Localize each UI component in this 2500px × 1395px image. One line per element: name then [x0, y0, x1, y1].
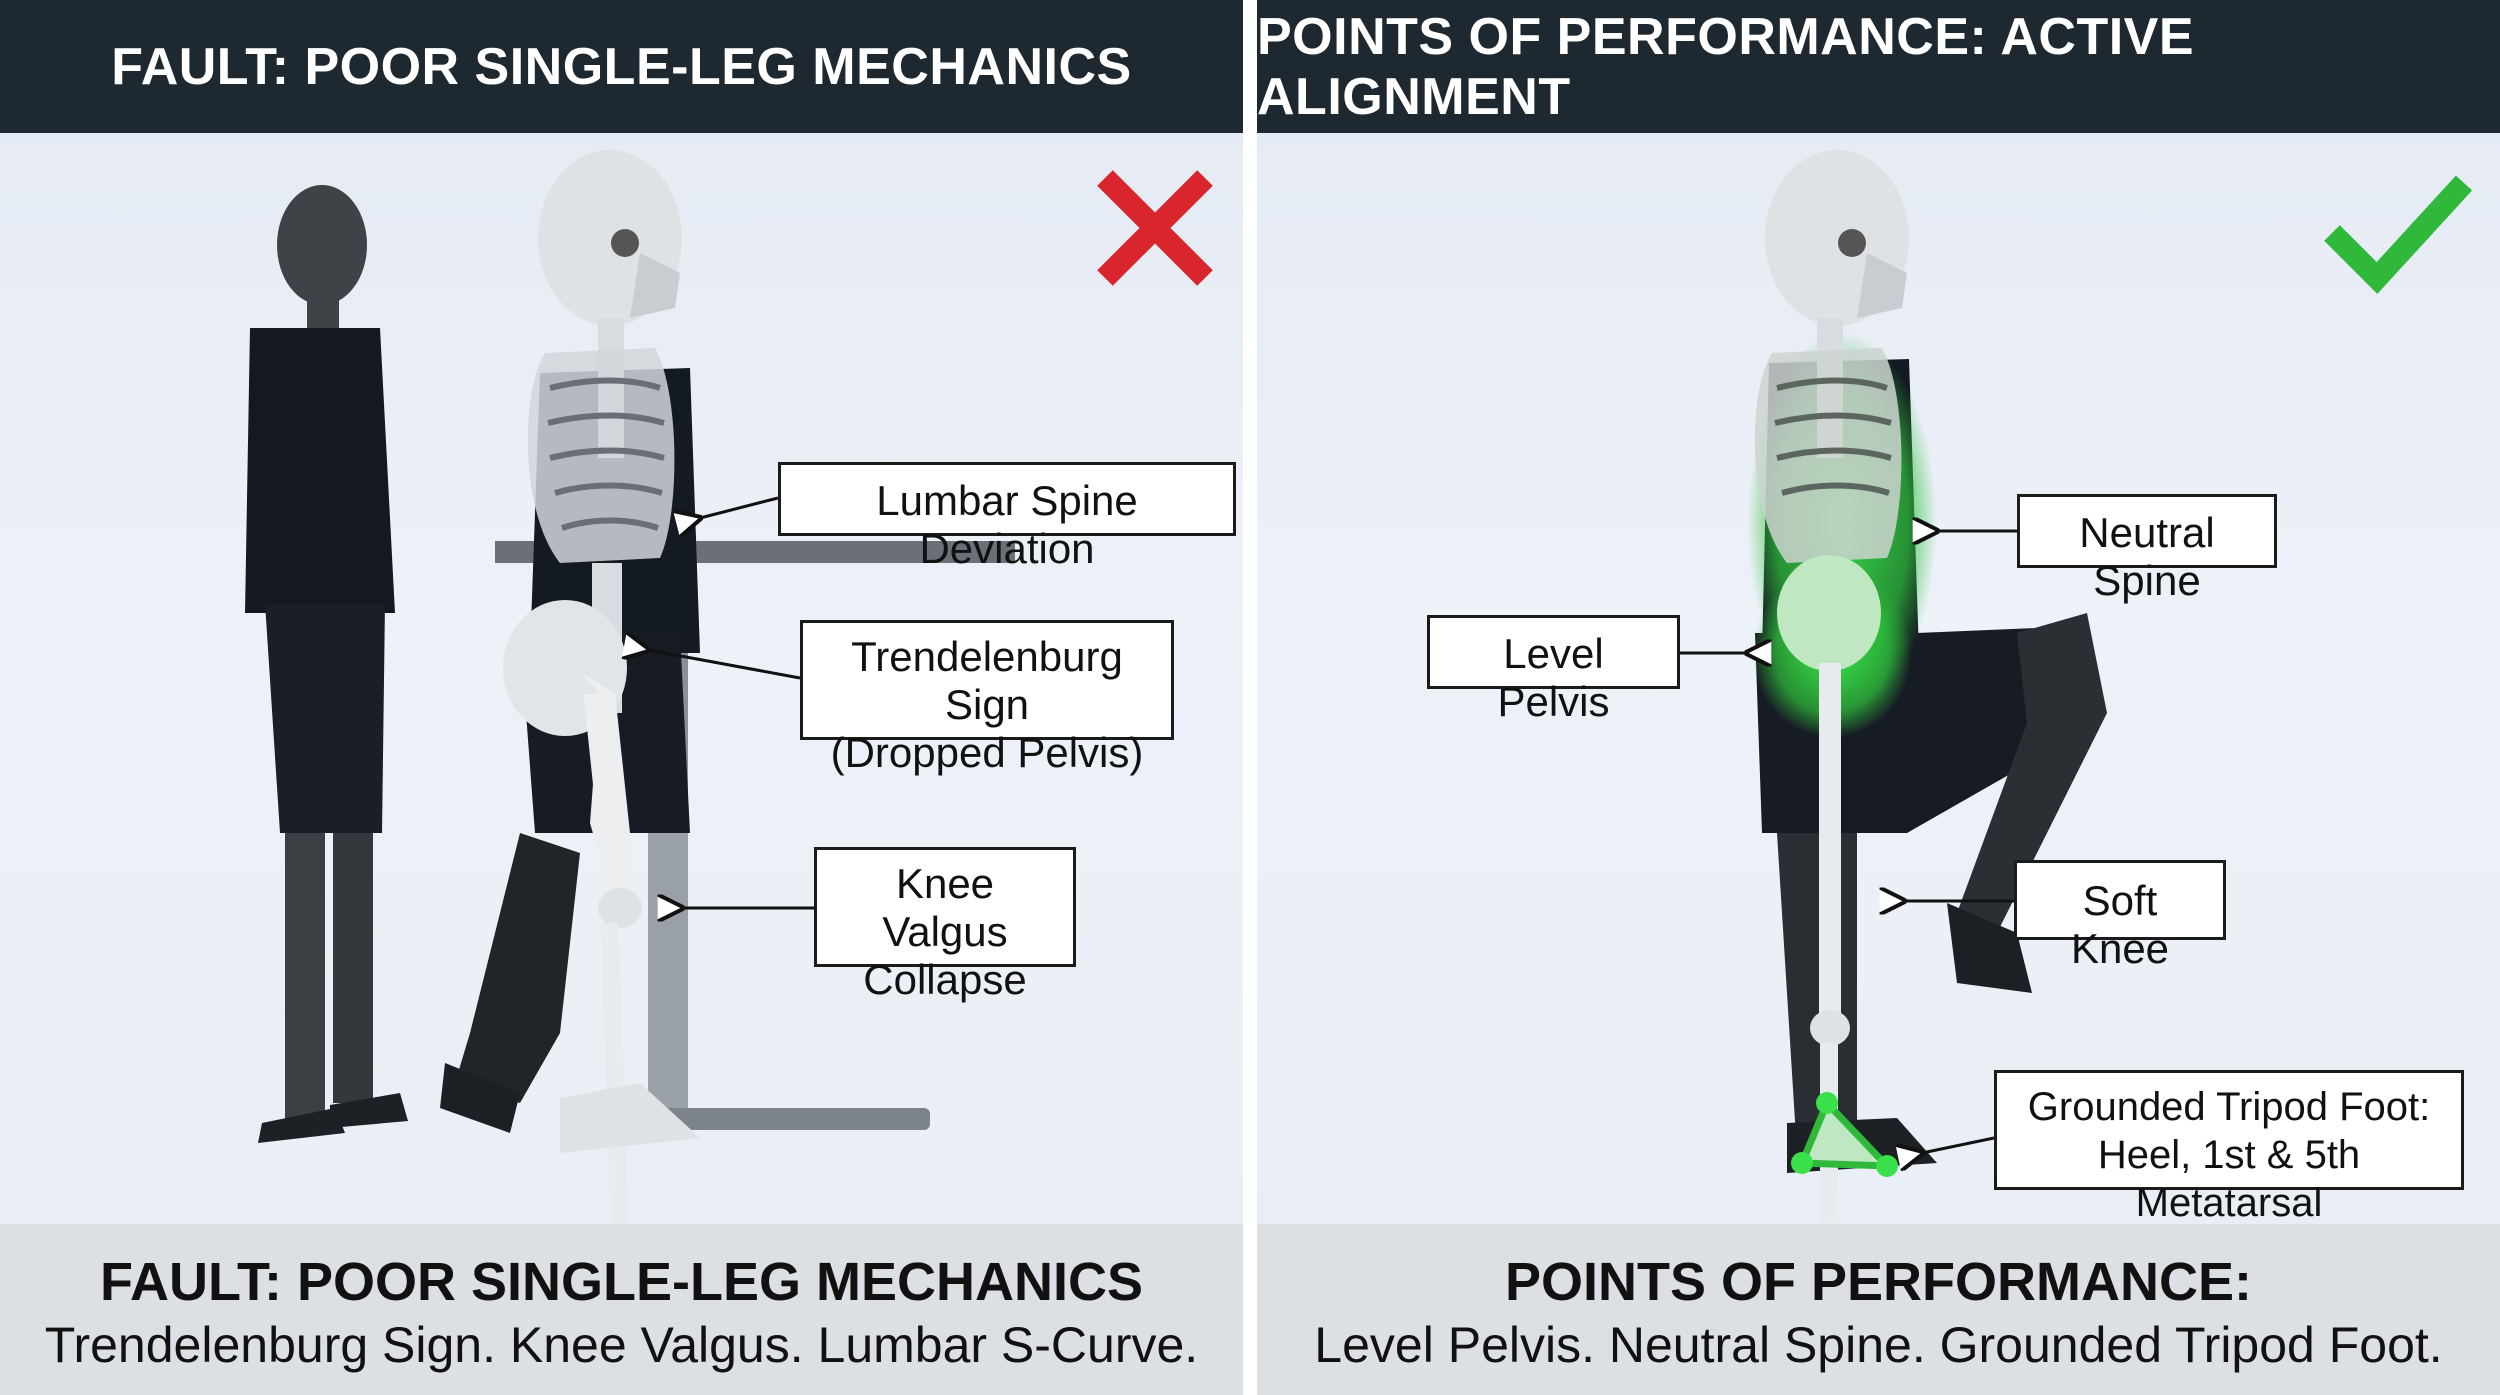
performance-leader-lines [1680, 531, 2017, 1153]
fault-illustration [245, 150, 1213, 1224]
fault-header: FAULT: POOR SINGLE-LEG MECHANICS [0, 0, 1243, 133]
fault-leader-lines [648, 496, 814, 908]
neutral-spine-label: Neutral Spine [2017, 494, 2277, 604]
panel-divider [1243, 0, 1257, 1395]
check-icon [2324, 175, 2473, 294]
lumbar-spine-label: Lumbar Spine Deviation [778, 462, 1236, 572]
knee-valgus-label: Knee Valgus Collapse [814, 847, 1076, 1003]
fault-footer-text: Trendelenburg Sign. Knee Valgus. Lumbar … [44, 1317, 1199, 1373]
performance-illustration [1680, 150, 2473, 1223]
performance-footer: POINTS OF PERFORMANCE: Level Pelvis. Neu… [1257, 1224, 2500, 1395]
skeleton-figure [440, 150, 700, 1224]
performance-footer-text: Level Pelvis. Neutral Spine. Grounded Tr… [1314, 1317, 2443, 1373]
fault-footer: FAULT: POOR SINGLE-LEG MECHANICS Trendel… [0, 1224, 1243, 1395]
fault-footer-title: FAULT: POOR SINGLE-LEG MECHANICS [99, 1252, 1143, 1312]
tripod-foot-label: Grounded Tripod Foot: Heel, 1st & 5th Me… [1994, 1070, 2464, 1225]
cross-icon [1097, 170, 1213, 286]
fault-panel: FAULT: POOR SINGLE-LEG MECHANICS [0, 0, 1243, 1395]
background-person [245, 185, 408, 1143]
performance-header: POINTS OF PERFORMANCE: ACTIVE ALIGNMENT [1257, 0, 2500, 133]
active-skeleton-figure [1747, 150, 2107, 1223]
performance-scene: Neutral Spine Level Pelvis Soft Knee Gro… [1257, 133, 2500, 1225]
performance-panel: POINTS OF PERFORMANCE: ACTIVE ALIGNMENT [1257, 0, 2500, 1395]
performance-footer-title: POINTS OF PERFORMANCE: [1504, 1252, 2252, 1312]
soft-knee-label: Soft Knee [2014, 860, 2226, 972]
trendelenburg-label: Trendelenburg Sign (Dropped Pelvis) [800, 620, 1174, 776]
tripod-foot-diagram [1791, 1092, 1898, 1177]
level-pelvis-label: Level Pelvis [1427, 615, 1680, 725]
fault-scene: Lumbar Spine Deviation Trendelenburg Sig… [0, 133, 1243, 1224]
